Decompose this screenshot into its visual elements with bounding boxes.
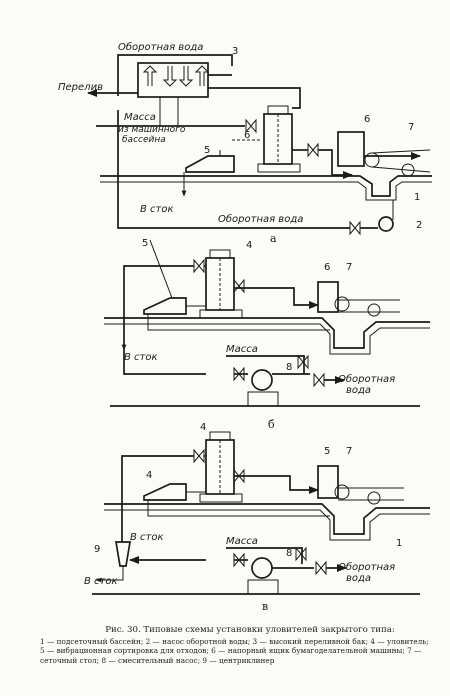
floor-c (104, 503, 430, 535)
number-1: 1 (414, 192, 420, 203)
number-5b: 5 (142, 238, 148, 249)
line-c-top (121, 455, 194, 500)
number-3: 3 (232, 46, 238, 57)
valve-a1 (245, 118, 257, 134)
label-return-water-c2: вода (346, 573, 371, 584)
number-2: 2 (416, 220, 422, 231)
number-5: 5 (204, 145, 210, 156)
number-7c: 7 (346, 446, 352, 457)
number-6a: 6 (244, 130, 250, 141)
scheme-c-label: в (262, 600, 268, 613)
label-drain-c2: В сток (84, 576, 118, 587)
label-mass: Масса (124, 112, 156, 123)
wire-roll-a (364, 152, 380, 168)
label-return-water-c1: Оборотная (338, 561, 395, 573)
number-4c-screen: 4 (146, 470, 152, 481)
floor-a (100, 175, 432, 197)
label-drain-c1: В сток (130, 532, 164, 543)
number-6b: 6 (324, 262, 330, 273)
label-mass-b: Масса (226, 344, 258, 355)
tank-arrow-down-2 (178, 66, 194, 87)
label-drain-b: В сток (124, 352, 158, 363)
number-5c: 5 (324, 446, 330, 457)
caption-body: 1 — подсеточный бассейн; 2 — насос оборо… (40, 637, 429, 665)
label-drain: В сток (140, 204, 174, 215)
mix-pump-b (251, 369, 273, 391)
tank-arrow-down-1 (162, 66, 178, 87)
floor-b (104, 317, 430, 349)
tank-arrow-up-2 (194, 65, 210, 86)
number-9c: 9 (94, 544, 100, 555)
number-8b: 8 (286, 362, 292, 373)
caption-title: Рис. 30. Типовые схемы установки уловите… (105, 625, 395, 635)
headbox-c (317, 465, 339, 499)
overflow-tank (137, 62, 209, 98)
number-1c: 1 (396, 538, 402, 549)
centricleaner (114, 541, 132, 567)
label-inlet-water: Оборотная вода (118, 41, 203, 53)
mix-pump-c (251, 557, 273, 579)
vibrating-screen-b (143, 297, 187, 315)
number-8c: 8 (286, 548, 292, 559)
label-mass-c: Масса (226, 536, 258, 547)
scheme-a: Оборотная вода Перелив Масса из машинног… (58, 41, 432, 245)
number-4c: 4 (200, 422, 206, 433)
return-water-inlet-pipe (117, 54, 233, 96)
scheme-b-label: б (268, 418, 275, 431)
tank-arrow-up-1 (142, 65, 158, 86)
scheme-b: В сток Масса Оборотная вода 5 4 6 7 8 б (104, 238, 430, 431)
line-b-top (123, 265, 194, 330)
label-from-pool-1: из машинного (118, 125, 186, 135)
label-return-water: Оборотная вода (218, 213, 303, 225)
vibrating-screen-a (185, 155, 235, 173)
scheme-c: В сток В сток Масса Оборотная вода 4 4 5… (84, 422, 430, 613)
label-transfer: Перелив (58, 82, 103, 93)
headbox-b (317, 281, 339, 313)
label-return-water-b1: Оборотная (338, 373, 395, 385)
number-4b: 4 (246, 240, 252, 251)
label-from-pool-2: бассейна (122, 135, 166, 145)
number-7: 7 (408, 122, 414, 133)
return-water-bottom-pipe (117, 110, 350, 229)
scheme-a-label: а (270, 232, 277, 245)
pump-a (378, 216, 394, 232)
vibrating-screen-c (143, 483, 187, 501)
number-6: 6 (364, 114, 370, 125)
label-return-water-b2: вода (346, 385, 371, 396)
headbox-a (337, 131, 365, 167)
number-7b: 7 (346, 262, 352, 273)
